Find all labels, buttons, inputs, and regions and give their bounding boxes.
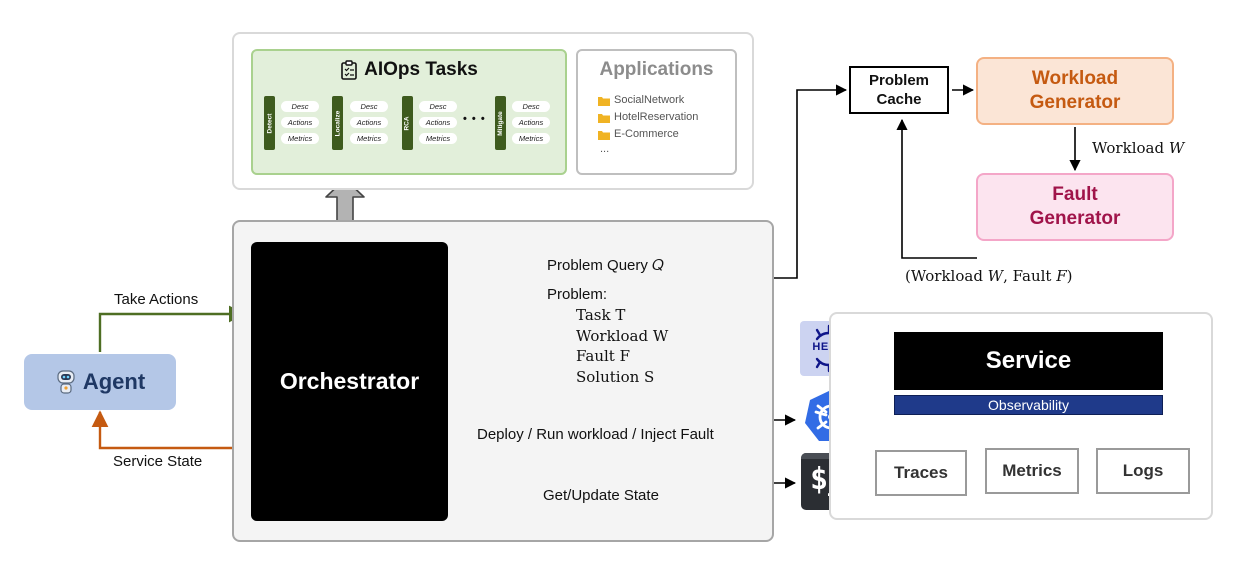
problem-line: Solution S	[576, 367, 655, 386]
task-item: Actions	[512, 117, 550, 128]
task-bar-localize: Localize	[332, 96, 343, 150]
robot-icon	[57, 370, 75, 394]
observability-label: Observability	[988, 397, 1069, 413]
task-item: Metrics	[350, 133, 388, 144]
app-item: SocialNetwork	[598, 92, 698, 109]
applications-title: Applications	[599, 59, 714, 80]
aiops-title: AIOps Tasks	[253, 59, 565, 81]
task-item: Metrics	[419, 133, 457, 144]
task-bar-mitigate: Mitigate	[495, 96, 506, 150]
app-more: ...	[600, 143, 610, 155]
agent-box: Agent	[24, 354, 176, 410]
orchestrator-box: Orchestrator	[251, 242, 448, 521]
state-label: Get/Update State	[543, 487, 659, 504]
problem-block: Problem: Task T Workload W Fault F Solut…	[547, 285, 668, 387]
aiops-title-text: AIOps Tasks	[364, 59, 478, 80]
take-actions-label: Take Actions	[114, 291, 199, 308]
problem-line: Fault F	[576, 347, 630, 365]
fault-generator-box: Fault Generator	[976, 173, 1174, 241]
workload-generator-label: Workload Generator	[1029, 68, 1121, 113]
deploy-label: Deploy / Run workload / Inject Fault	[477, 426, 714, 443]
agent-label: Agent	[82, 369, 146, 394]
app-item: HotelReservation	[598, 109, 698, 126]
service-box: Service	[894, 332, 1163, 390]
observability-bar: Observability	[894, 395, 1163, 415]
app-list: SocialNetwork HotelReservation E-Commerc…	[598, 92, 698, 155]
metrics-box: Metrics	[985, 448, 1079, 494]
logs-box: Logs	[1096, 448, 1190, 494]
problem-line: Workload W	[576, 326, 669, 345]
task-item: Desc	[281, 101, 319, 112]
app-item: E-Commerce	[598, 126, 698, 143]
fault-to-cache-arrow	[896, 118, 977, 259]
applications-box: Applications SocialNetwork HotelReservat…	[576, 49, 737, 175]
aiops-tasks-box: AIOps Tasks Detect Desc Actions Metrics …	[251, 49, 567, 175]
workload-generator-box: Workload Generator	[976, 57, 1174, 125]
folder-icon	[598, 96, 610, 106]
workload-label: Workload 𝑊	[1092, 139, 1185, 157]
task-item: Metrics	[281, 133, 319, 144]
problem-lines: Task T Workload W Fault F Solution S	[547, 305, 668, 387]
problem-cache-label: Problem Cache	[868, 72, 929, 108]
folder-icon	[598, 113, 610, 123]
task-item: Actions	[350, 117, 388, 128]
problem-query-label: Problem Query 𝑄	[547, 257, 664, 274]
service-state-arrow	[91, 410, 248, 450]
traces-box: Traces	[875, 450, 967, 496]
task-item: Desc	[512, 101, 550, 112]
problem-line: Task T	[576, 306, 626, 324]
task-item: Actions	[281, 117, 319, 128]
task-item: Metrics	[512, 133, 550, 144]
problem-cache-box: Problem Cache	[849, 66, 949, 114]
task-item: Actions	[419, 117, 457, 128]
service-state-label: Service State	[113, 453, 203, 470]
fault-generator-label: Fault Generator	[1029, 184, 1121, 229]
folder-icon	[598, 130, 610, 140]
clipboard-icon	[341, 60, 357, 80]
orchestrator-label: Orchestrator	[279, 368, 420, 394]
tasks-ellipsis: • • •	[463, 113, 486, 125]
cache-feedback-label: (Workload 𝑊, Fault 𝐹)	[905, 267, 1073, 285]
task-item: Desc	[350, 101, 388, 112]
problem-heading: Problem:	[547, 286, 608, 303]
service-label: Service	[985, 347, 1072, 374]
task-bar-detect: Detect	[264, 96, 275, 150]
task-bar-rca: RCA	[402, 96, 413, 150]
take-actions-arrow	[98, 305, 246, 352]
task-item: Desc	[419, 101, 457, 112]
